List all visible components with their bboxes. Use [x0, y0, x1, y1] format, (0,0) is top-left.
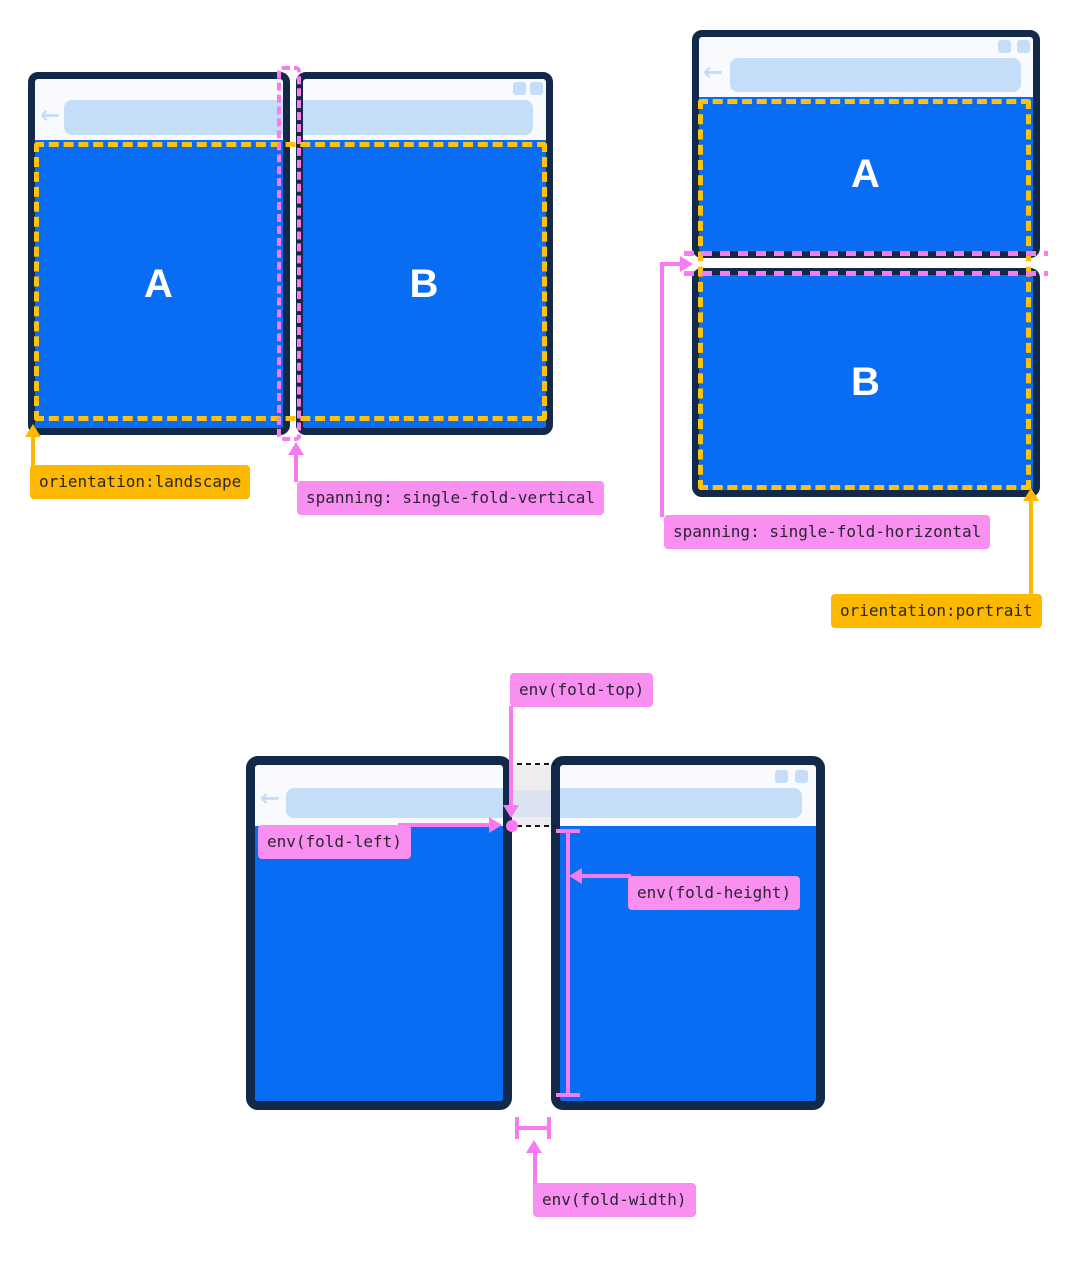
device-screen-b: B	[692, 268, 1040, 497]
arrowhead-up-icon	[526, 1140, 542, 1153]
address-bar	[286, 788, 503, 818]
address-bar	[64, 100, 283, 135]
address-bar	[560, 788, 802, 818]
spanning-arrow	[660, 262, 664, 517]
env-screen-right	[551, 756, 825, 1110]
fold-width-ruler-cap-left	[515, 1117, 519, 1139]
viewport-outline	[34, 142, 547, 421]
spanning-label: spanning: single-fold-horizontal	[664, 515, 991, 549]
fold-height-ruler-cap-top	[556, 829, 580, 833]
fold-line-bottom	[684, 271, 1048, 276]
segment-letter: A	[851, 151, 881, 196]
device-screen-b: B	[296, 72, 553, 435]
page-segment	[255, 826, 503, 1101]
arrowhead-right-icon	[680, 256, 693, 272]
window-control-square-icon	[775, 770, 788, 783]
window-control-square-icon	[530, 82, 543, 95]
orientation-label: orientation:landscape	[30, 465, 251, 499]
env-screen-left: ←	[246, 756, 512, 1110]
arrowhead-down-icon	[503, 805, 519, 818]
fold-origin-dot	[506, 820, 518, 832]
orientation-arrow	[1029, 501, 1033, 596]
address-bar	[303, 100, 533, 135]
segment-letter: B	[851, 360, 881, 404]
arrowhead-up-icon	[1023, 488, 1039, 501]
arrowhead-right-icon	[489, 817, 502, 833]
address-bar	[730, 58, 1021, 92]
arrowhead-up-icon	[25, 424, 41, 437]
segment-letter: B	[409, 261, 440, 306]
spanning-arrow	[294, 455, 298, 482]
fold-outline	[277, 66, 301, 441]
page-segment-b: B	[303, 140, 546, 428]
fold-left-label: env(fold-left)	[258, 825, 411, 859]
page-segment-b: B	[699, 275, 1033, 490]
orientation-label: orientation:portrait	[831, 594, 1042, 628]
window-control-square-icon	[795, 770, 808, 783]
spanning-arrow	[660, 262, 682, 266]
fold-width-ruler-cap-right	[547, 1117, 551, 1139]
page-segment-a: A	[35, 140, 283, 428]
orientation-arrow	[31, 437, 35, 467]
fold-line-top	[684, 251, 1048, 256]
window-control-square-icon	[1017, 40, 1030, 53]
viewport-outline	[698, 99, 1031, 490]
window-control-square-icon	[998, 40, 1011, 53]
fold-width-arrow	[533, 1153, 537, 1185]
back-arrow-icon: ←	[40, 101, 61, 129]
segment-letter: A	[144, 261, 174, 306]
fold-width-ruler	[517, 1126, 549, 1130]
fold-gap-dashed-top	[508, 763, 555, 765]
fold-width-label: env(fold-width)	[533, 1183, 696, 1217]
page-segment-a: A	[699, 97, 1033, 251]
fold-height-arrow	[581, 874, 631, 878]
arrowhead-left-icon	[569, 868, 582, 884]
arrowhead-up-icon	[288, 442, 304, 455]
fold-height-ruler-cap-bottom	[556, 1093, 580, 1097]
device-screen-a: ← A	[692, 30, 1040, 258]
fold-top-label: env(fold-top)	[510, 673, 654, 707]
fold-left-arrow	[398, 823, 490, 827]
back-arrow-icon: ←	[260, 784, 281, 812]
fold-top-arrow	[509, 706, 513, 806]
fold-gap-dashed-bottom	[508, 825, 555, 827]
device-screen-a: ← A	[28, 72, 290, 435]
fold-height-label: env(fold-height)	[628, 876, 801, 910]
page-segment	[560, 826, 816, 1101]
window-control-square-icon	[513, 82, 526, 95]
spanning-label: spanning: single-fold-vertical	[297, 481, 604, 515]
back-arrow-icon: ←	[703, 58, 724, 86]
fold-height-ruler	[566, 831, 570, 1095]
